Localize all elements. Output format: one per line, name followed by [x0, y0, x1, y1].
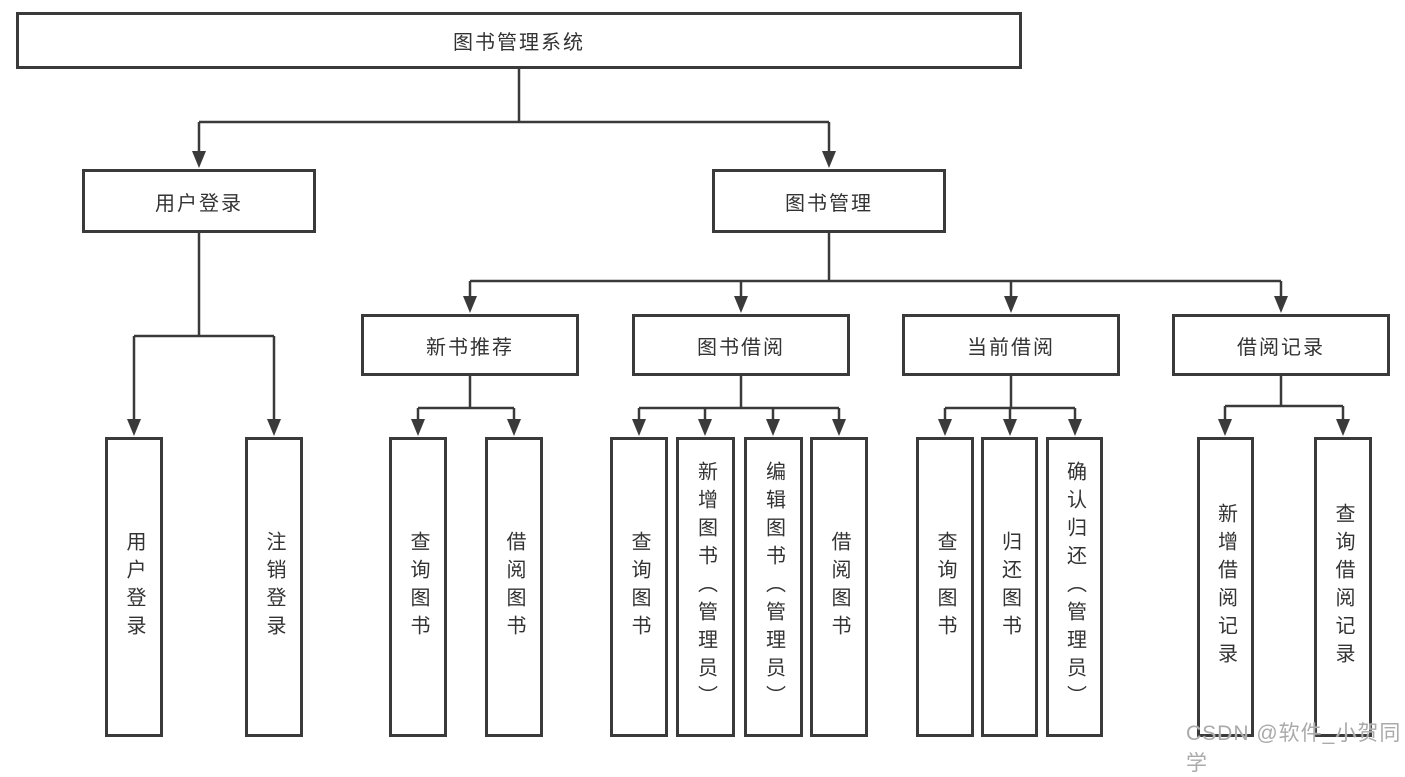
connector-book-borrowing-branch	[637, 376, 841, 421]
node-user-login: 用户登录	[82, 169, 316, 233]
leaf-query-books-current-label: 查询图书	[934, 531, 956, 643]
leaf-confirm-return-admin: 确认归还（管理员）	[1046, 437, 1103, 737]
connector-book-management-branch	[468, 233, 1283, 297]
leaf-borrow-books-recommend-label: 借阅图书	[503, 531, 525, 643]
leaf-return-book: 归还图书	[981, 437, 1038, 737]
leaf-add-borrow-record-label: 新增借阅记录	[1214, 503, 1237, 671]
leaf-confirm-return-admin-label: 确认归还（管理员）	[1063, 461, 1086, 713]
leaf-query-books-current: 查询图书	[916, 437, 974, 737]
connector-current-borrowing-branch	[943, 376, 1077, 421]
leaf-return-book-label: 归还图书	[998, 531, 1021, 643]
leaf-borrow-books-recommend: 借阅图书	[485, 437, 543, 737]
leaf-query-books-recommend: 查询图书	[389, 437, 447, 737]
connector-new-book-recommend-branch	[416, 376, 516, 421]
node-borrowing-records: 借阅记录	[1172, 314, 1390, 376]
leaf-query-books-borrowing: 查询图书	[610, 437, 668, 737]
leaf-borrow-books-borrowing: 借阅图书	[810, 437, 868, 737]
leaf-query-borrow-record: 查询借阅记录	[1314, 437, 1372, 737]
leaf-query-books-borrowing-label: 查询图书	[628, 531, 650, 643]
connector-borrowing-records-branch	[1223, 376, 1345, 421]
leaf-add-book-admin: 新增图书（管理员）	[676, 437, 735, 737]
arrowheads	[127, 151, 1350, 436]
leaf-logout-login-label: 注销登录	[263, 531, 285, 643]
node-book-management: 图书管理	[712, 169, 946, 233]
leaf-add-book-admin-label: 新增图书（管理员）	[694, 461, 717, 713]
node-current-borrowing: 当前借阅	[902, 314, 1120, 376]
node-new-book-recommend: 新书推荐	[361, 314, 579, 376]
leaf-edit-book-admin-label: 编辑图书（管理员）	[762, 461, 785, 713]
csdn-watermark: CSDN @软件_小贺同学	[1186, 722, 1402, 775]
connector-user-login-branch	[132, 233, 276, 420]
leaf-query-books-recommend-label: 查询图书	[407, 531, 429, 643]
node-root: 图书管理系统	[16, 12, 1022, 69]
node-book-borrowing: 图书借阅	[632, 314, 850, 376]
leaf-query-borrow-record-label: 查询借阅记录	[1332, 503, 1354, 671]
connector-root-to-level2	[197, 69, 831, 152]
leaf-user-login: 用户登录	[105, 437, 163, 737]
leaf-logout-login: 注销登录	[245, 437, 303, 737]
leaf-edit-book-admin: 编辑图书（管理员）	[744, 437, 803, 737]
leaf-add-borrow-record: 新增借阅记录	[1197, 437, 1254, 737]
leaf-user-login-label: 用户登录	[123, 531, 145, 643]
leaf-borrow-books-borrowing-label: 借阅图书	[828, 531, 850, 643]
connector-lines	[127, 69, 1350, 436]
